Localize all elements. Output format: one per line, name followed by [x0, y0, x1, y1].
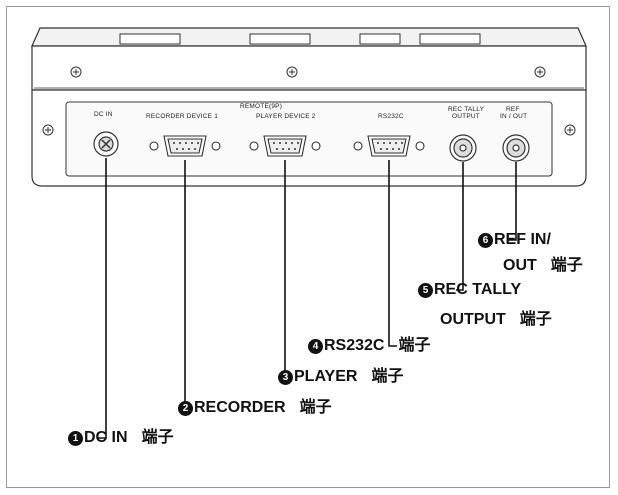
number-badge: 5	[418, 283, 433, 298]
leader-recorder	[178, 160, 186, 409]
leader-player	[278, 160, 286, 378]
callout-ref-line2: OUT 端子	[503, 256, 583, 276]
screw-icon	[42, 124, 576, 136]
label-player: PLAYER DEVICE 2	[256, 113, 316, 120]
connector-plate	[65, 101, 553, 177]
callout-text: REF IN/	[494, 231, 551, 248]
rs232c-dsub-connector	[353, 135, 425, 157]
screw-icon	[70, 66, 546, 78]
callout-text: OUT	[503, 257, 537, 274]
callout-suffix: 端子	[141, 429, 174, 446]
callout-text: REC TALLY	[434, 281, 522, 298]
leader-rs232c	[388, 160, 397, 347]
leader-rec-tally	[456, 162, 464, 291]
number-badge: 2	[178, 401, 193, 416]
number-badge: 1	[68, 431, 83, 446]
callout-suffix: 端子	[550, 257, 583, 274]
label-ref-1: REF	[506, 106, 520, 113]
callout-text: DC IN	[84, 429, 128, 446]
callout-text: PLAYER	[294, 368, 358, 385]
player-dsub-connector	[249, 135, 321, 157]
label-ref-2: IN / OUT	[500, 113, 527, 120]
device-upper-body	[31, 45, 587, 91]
callout-suffix: 端子	[519, 311, 552, 328]
label-dc-in: DC IN	[94, 111, 113, 118]
leader-dc-in	[98, 158, 107, 439]
label-rec-tally-2: OUTPUT	[452, 113, 480, 120]
label-rs232c: RS232C	[378, 113, 404, 120]
dc-in-connector	[93, 131, 119, 157]
number-badge: 3	[278, 370, 293, 385]
recorder-dsub-connector	[149, 135, 221, 157]
callout-rec-tally-line2: OUTPUT 端子	[440, 310, 552, 330]
label-remote: REMOTE(9P)	[240, 103, 282, 110]
leader-ref	[508, 162, 517, 241]
callout-text: OUTPUT	[440, 311, 506, 328]
callout-text: RS232C	[324, 337, 385, 354]
ref-bnc-connector	[502, 134, 530, 162]
label-recorder: RECORDER DEVICE 1	[146, 113, 218, 120]
rec-tally-bnc-connector	[449, 134, 477, 162]
device-top-bumps	[119, 33, 481, 45]
callout-suffix: 端子	[299, 399, 332, 416]
label-rec-tally-1: REC TALLY	[448, 106, 485, 113]
callout-suffix: 端子	[398, 337, 431, 354]
callout-text: RECORDER	[194, 399, 286, 416]
number-badge: 6	[478, 233, 493, 248]
number-badge: 4	[308, 339, 323, 354]
callout-suffix: 端子	[371, 368, 404, 385]
